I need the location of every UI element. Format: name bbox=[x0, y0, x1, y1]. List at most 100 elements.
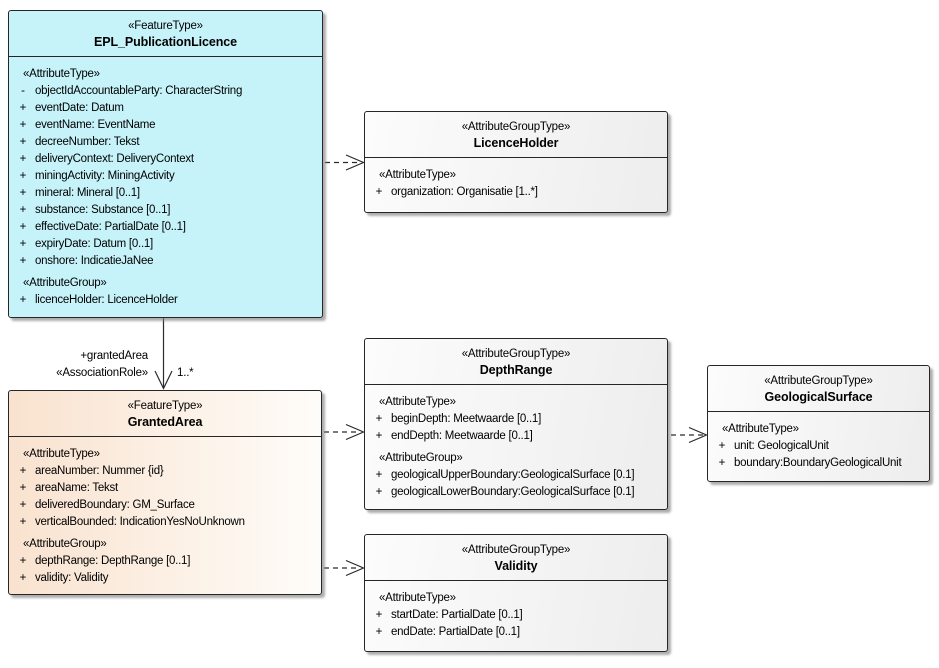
attribute-row: + beginDepth: Meetwaarde [0..1] bbox=[365, 410, 667, 427]
attribute-row: + geologicalLowerBoundary:GeologicalSurf… bbox=[365, 483, 667, 500]
attribute-row: + startDate: PartialDate [0..1] bbox=[365, 606, 667, 623]
visibility-marker: + bbox=[375, 185, 383, 198]
attribute-row: + endDate: PartialDate [0..1] bbox=[365, 623, 667, 640]
visibility-marker: + bbox=[19, 118, 27, 131]
visibility-marker: + bbox=[19, 498, 27, 511]
attribute-list: «AttributeType» + areaNumber: Nummer {id… bbox=[9, 437, 321, 586]
attribute-text: eventName: EventName bbox=[35, 118, 156, 131]
attribute-row: + mineral: Mineral [0..1] bbox=[9, 184, 322, 201]
visibility-marker: + bbox=[375, 429, 383, 442]
attribute-row: + areaName: Tekst bbox=[9, 479, 321, 496]
attribute-text: deliveryContext: DeliveryContext bbox=[35, 152, 194, 165]
visibility-marker: + bbox=[19, 464, 27, 477]
attribute-list: «AttributeType» + beginDepth: Meetwaarde… bbox=[365, 385, 667, 500]
visibility-marker: + bbox=[19, 554, 27, 567]
association-role-name-label: +grantedArea bbox=[80, 350, 148, 362]
attribute-row: + areaNumber: Nummer {id} bbox=[9, 462, 321, 479]
attribute-row: + eventName: EventName bbox=[9, 116, 322, 133]
attribute-text: verticalBounded: IndicationYesNoUnknown bbox=[35, 515, 245, 528]
attribute-text: «AttributeType» bbox=[379, 591, 456, 604]
attribute-list: «AttributeType» + startDate: PartialDate… bbox=[365, 581, 667, 640]
attribute-text: «AttributeType» bbox=[722, 422, 799, 435]
visibility-marker: + bbox=[718, 439, 726, 452]
attribute-row: + substance: Substance [0..1] bbox=[9, 201, 322, 218]
attribute-text: startDate: PartialDate [0..1] bbox=[391, 608, 523, 621]
stereotype-label: «AttributeGroupType» bbox=[461, 121, 571, 133]
attribute-list: «AttributeType» + unit: GeologicalUnit +… bbox=[708, 412, 929, 471]
attribute-row: + deliveryContext: DeliveryContext bbox=[9, 150, 322, 167]
visibility-marker: + bbox=[19, 220, 27, 233]
visibility-marker: + bbox=[19, 101, 27, 114]
visibility-marker: + bbox=[19, 152, 27, 165]
attribute-text: effectiveDate: PartialDate [0..1] bbox=[35, 220, 186, 233]
attribute-row: + effectiveDate: PartialDate [0..1] bbox=[9, 218, 322, 235]
visibility-marker: + bbox=[19, 515, 27, 528]
visibility-marker: + bbox=[375, 625, 383, 638]
attribute-text: geologicalLowerBoundary:GeologicalSurfac… bbox=[391, 485, 635, 498]
attribute-row: + organization: Organisatie [1..*] bbox=[365, 183, 667, 200]
attribute-row: + onshore: IndicatieJaNee bbox=[9, 252, 322, 269]
visibility-marker: + bbox=[19, 254, 27, 267]
open-arrowhead-down-icon bbox=[154, 370, 173, 390]
attribute-list: «AttributeType» + organization: Organisa… bbox=[365, 158, 667, 200]
visibility-marker: + bbox=[19, 237, 27, 250]
class-box-geologicalsurface[interactable]: «AttributeGroupType» GeologicalSurface «… bbox=[707, 365, 930, 482]
attribute-text: unit: GeologicalUnit bbox=[734, 439, 829, 452]
attribute-row: + decreeNumber: Tekst bbox=[9, 133, 322, 150]
attribute-row: + eventDate: Datum bbox=[9, 99, 322, 116]
attribute-row: + licenceHolder: LicenceHolder bbox=[9, 291, 322, 308]
open-arrowhead-right-icon bbox=[345, 423, 366, 441]
attribute-text: deliveredBoundary: GM_Surface bbox=[35, 498, 195, 511]
attribute-row: + deliveredBoundary: GM_Surface bbox=[9, 496, 321, 513]
open-arrowhead-right-icon bbox=[345, 154, 366, 171]
class-name: Validity bbox=[494, 559, 538, 573]
attribute-text: areaNumber: Nummer {id} bbox=[35, 464, 164, 477]
attribute-row: «AttributeGroup» bbox=[9, 535, 321, 552]
attribute-row: + boundary:BoundaryGeologicalUnit bbox=[708, 454, 929, 471]
class-box-validity[interactable]: «AttributeGroupType» Validity «Attribute… bbox=[364, 534, 668, 652]
class-name: DepthRange bbox=[479, 363, 553, 377]
class-box-epl-publicationlicence[interactable]: «FeatureType» EPL_PublicationLicence «At… bbox=[8, 10, 323, 318]
attribute-row: «AttributeType» bbox=[365, 393, 667, 410]
open-arrowhead-right-icon bbox=[345, 559, 366, 577]
attribute-text: areaName: Tekst bbox=[35, 481, 118, 494]
attribute-text: «AttributeType» bbox=[23, 67, 100, 80]
class-header: «FeatureType» EPL_PublicationLicence bbox=[9, 11, 322, 57]
class-box-licenceholder[interactable]: «AttributeGroupType» LicenceHolder «Attr… bbox=[364, 111, 668, 213]
visibility-marker: + bbox=[19, 293, 27, 306]
attribute-text: mineral: Mineral [0..1] bbox=[35, 186, 140, 199]
class-header: «AttributeGroupType» LicenceHolder bbox=[365, 112, 667, 158]
attribute-row: «AttributeType» bbox=[365, 166, 667, 183]
visibility-marker: + bbox=[718, 456, 726, 469]
attribute-text: endDate: PartialDate [0..1] bbox=[391, 625, 520, 638]
attribute-text: «AttributeType» bbox=[379, 395, 456, 408]
class-box-depthrange[interactable]: «AttributeGroupType» DepthRange «Attribu… bbox=[364, 338, 668, 510]
class-box-grantedarea[interactable]: «FeatureType» GrantedArea «AttributeType… bbox=[8, 390, 322, 595]
attribute-list: «AttributeType» - objectIdAccountablePar… bbox=[9, 57, 322, 308]
attribute-text: geologicalUpperBoundary:GeologicalSurfac… bbox=[391, 468, 635, 481]
stereotype-label: «AttributeGroupType» bbox=[461, 348, 571, 360]
attribute-row: «AttributeType» bbox=[365, 589, 667, 606]
association-stereotype-label: «AssociationRole» bbox=[56, 367, 148, 379]
stereotype-label: «AttributeGroupType» bbox=[764, 375, 873, 387]
attribute-row: «AttributeType» bbox=[708, 420, 929, 437]
attribute-row: + unit: GeologicalUnit bbox=[708, 437, 929, 454]
attribute-text: «AttributeType» bbox=[23, 447, 100, 460]
attribute-row: + depthRange: DepthRange [0..1] bbox=[9, 552, 321, 569]
attribute-text: «AttributeType» bbox=[379, 168, 456, 181]
attribute-text: onshore: IndicatieJaNee bbox=[35, 254, 154, 267]
attribute-text: «AttributeGroup» bbox=[379, 451, 463, 464]
attribute-row: «AttributeGroup» bbox=[9, 274, 322, 291]
attribute-text: substance: Substance [0..1] bbox=[35, 203, 171, 216]
class-header: «AttributeGroupType» DepthRange bbox=[365, 339, 667, 385]
visibility-marker: + bbox=[19, 481, 27, 494]
visibility-marker: + bbox=[375, 468, 383, 481]
visibility-marker: + bbox=[19, 135, 27, 148]
visibility-marker: + bbox=[375, 608, 383, 621]
class-name: EPL_PublicationLicence bbox=[94, 35, 237, 49]
attribute-text: depthRange: DepthRange [0..1] bbox=[35, 554, 191, 567]
attribute-row: + miningActivity: MiningActivity bbox=[9, 167, 322, 184]
attribute-row: + validity: Validity bbox=[9, 569, 321, 586]
visibility-marker: - bbox=[21, 84, 25, 97]
